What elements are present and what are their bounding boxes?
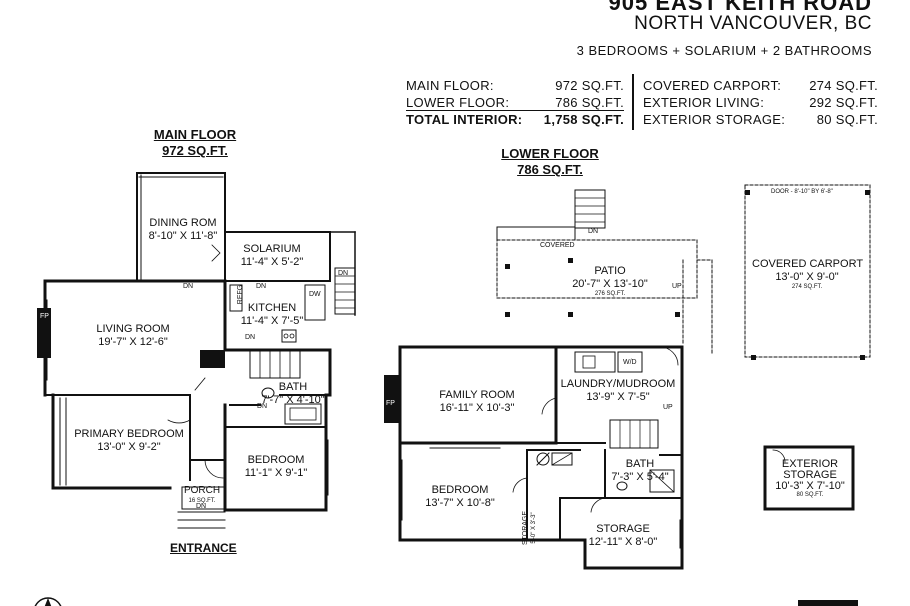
room-area: 80 SQ.FT. [796, 492, 824, 498]
property-summary: 3 BEDROOMS + SOLARIUM + 2 BATHROOMS [576, 43, 872, 58]
room-bedroom-main: BEDROOM 11'-1" X 9'-1" [240, 454, 312, 480]
lower-floor-walls [398, 189, 713, 570]
main-floor-title-text: MAIN FLOOR [153, 127, 237, 142]
area-label: TOTAL INTERIOR: [406, 112, 523, 127]
room-name: BEDROOM [247, 454, 305, 466]
room-name: DINING ROM [149, 217, 217, 229]
room-dims: 11'-4" X 7'-5" [240, 315, 304, 327]
area-value: 292 SQ.FT. [809, 95, 878, 110]
dn-label-bath: DN [257, 403, 268, 410]
area-label: EXTERIOR STORAGE: [643, 112, 786, 127]
room-name: COVERED CARPORT [752, 258, 864, 270]
area-label: LOWER FLOOR: [406, 95, 510, 110]
room-bedroom-lower: BEDROOM 13'-7" X 10'-8" [420, 484, 500, 510]
room-living: LIVING ROOM 19'-7" X 12'-6" [88, 323, 178, 349]
room-name: PORCH [183, 485, 221, 496]
area-value: 972 SQ.FT. [555, 78, 624, 93]
room-dims: 13'-0" X 9'-2" [97, 441, 161, 453]
room-name: KITCHEN [247, 302, 297, 314]
room-porch: PORCH 16 SQ.FT. [180, 486, 224, 506]
room-carport: COVERED CARPORT 13'-0" X 9'-0" 274 SQ.FT… [752, 258, 864, 291]
room-family: FAMILY ROOM 16'-11" X 10'-3" [432, 389, 522, 415]
covered-label: COVERED [540, 242, 575, 249]
room-dims: 19'-7" X 12'-6" [98, 336, 168, 348]
room-name: STORAGE [522, 510, 530, 546]
lower-floor-title-text: LOWER FLOOR [501, 146, 599, 161]
main-floor-walls [43, 172, 356, 529]
room-dims: 7'-7" X 4'-10" [261, 394, 325, 406]
room-name: BEDROOM [431, 484, 489, 496]
area-value: 80 SQ.FT. [816, 112, 878, 127]
dn-label-kitchen: DN [256, 283, 267, 290]
room-name: LIVING ROOM [96, 323, 170, 335]
area-label: EXTERIOR LIVING: [643, 95, 765, 110]
room-name: PATIO [594, 265, 626, 277]
area-label: COVERED CARPORT: [643, 78, 782, 93]
area-value: 274 SQ.FT. [809, 78, 878, 93]
room-dims: 13'-0" X 9'-0" [775, 271, 839, 283]
room-kitchen: KITCHEN 11'-4" X 7'-5" [236, 302, 308, 328]
carport-outline [744, 184, 871, 358]
area-row-lower: LOWER FLOOR: 786 SQ.FT. [406, 95, 624, 111]
room-dims: 20'-7" X 13'-10" [572, 278, 648, 290]
dn-label-solarium: DN [338, 270, 349, 277]
fp-label-lower: FP [386, 400, 395, 407]
room-name: PRIMARY BEDROOM [74, 428, 184, 440]
room-patio: PATIO 20'-7" X 13'-10" 276 SQ.FT. [560, 265, 660, 298]
dn-label-porch: DN [196, 503, 207, 510]
room-dims: 13'-7" X 10'-8" [425, 497, 495, 509]
room-storage-small: STORAGE 5'-0" X 3'-3" [522, 511, 538, 545]
dn-label-patio: DN [588, 228, 599, 235]
area-value: 1,758 SQ.FT. [543, 112, 624, 127]
room-name: LAUNDRY/MUDROOM [560, 378, 676, 390]
room-dims: 8'-10" X 11'-8" [148, 230, 218, 242]
room-dims: 7'-3" X 5'-4" [611, 471, 669, 483]
area-value: 786 SQ.FT. [555, 95, 624, 110]
room-storage-lower: STORAGE 12'-11" X 8'-0" [588, 523, 658, 549]
carport-door-label: DOOR - 8'-10" BY 6'-8" [771, 189, 833, 195]
room-bath-main: BATH 7'-7" X 4'-10" [256, 381, 330, 407]
dw-label: DW [309, 291, 321, 298]
room-area: 276 SQ.FT. [594, 291, 626, 297]
room-dims: 13'-9" X 7'-5" [586, 391, 650, 403]
room-dims: 10'-3" X 7'-10" [775, 480, 845, 492]
refg-label: REFG [237, 284, 245, 305]
fp-label-main: FP [40, 313, 49, 320]
up-label-patio: UP [672, 283, 682, 290]
room-primary-bedroom: PRIMARY BEDROOM 13'-0" X 9'-2" [70, 428, 188, 454]
room-dining: DINING ROM 8'-10" X 11'-8" [145, 217, 221, 243]
room-name: FAMILY ROOM [439, 389, 515, 401]
main-floor-area: 972 SQ.FT. [162, 143, 228, 158]
room-laundry: LAUNDRY/MUDROOM 13'-9" X 7'-5" [557, 378, 679, 404]
room-dims: 5'-0" X 3'-3" [531, 512, 538, 544]
room-dims: 16 SQ.FT. [188, 498, 216, 504]
main-floor-title: MAIN FLOOR 972 SQ.FT. [150, 127, 240, 159]
room-dims: 11'-4" X 5'-2" [240, 256, 304, 268]
property-address: 905 EAST KEITH ROAD [608, 0, 872, 15]
room-dims: 16'-11" X 10'-3" [439, 402, 515, 414]
up-label-stair: UP [663, 404, 673, 411]
wd-label: W/D [623, 359, 637, 366]
dn-label-living: DN [183, 283, 194, 290]
room-name: SOLARIUM [243, 243, 301, 255]
room-dims: 11'-1" X 9'-1" [244, 467, 308, 479]
dn-label-stair: DN [245, 334, 256, 341]
area-table-divider [632, 74, 634, 130]
area-label: MAIN FLOOR: [406, 78, 494, 93]
room-area: 274 SQ.FT. [791, 284, 823, 290]
room-name: BATH [278, 381, 308, 393]
entrance-label: ENTRANCE [170, 541, 237, 555]
room-bath-lower: BATH 7'-3" X 5'-4" [610, 458, 670, 484]
room-name: EXTERIOR [781, 458, 839, 470]
room-name: STORAGE [596, 523, 650, 535]
lower-floor-title: LOWER FLOOR 786 SQ.FT. [495, 146, 605, 178]
property-city: NORTH VANCOUVER, BC [634, 13, 872, 34]
room-name-2: STORAGE [783, 469, 837, 481]
room-name: BATH [625, 458, 655, 470]
room-dims: 12'-11" X 8'-0" [588, 536, 658, 548]
lower-floor-area: 786 SQ.FT. [517, 162, 583, 177]
room-solarium: SOLARIUM 11'-4" X 5'-2" [232, 243, 312, 269]
room-exterior-storage: EXTERIOR STORAGE 10'-3" X 7'-10" 80 SQ.F… [770, 459, 850, 499]
